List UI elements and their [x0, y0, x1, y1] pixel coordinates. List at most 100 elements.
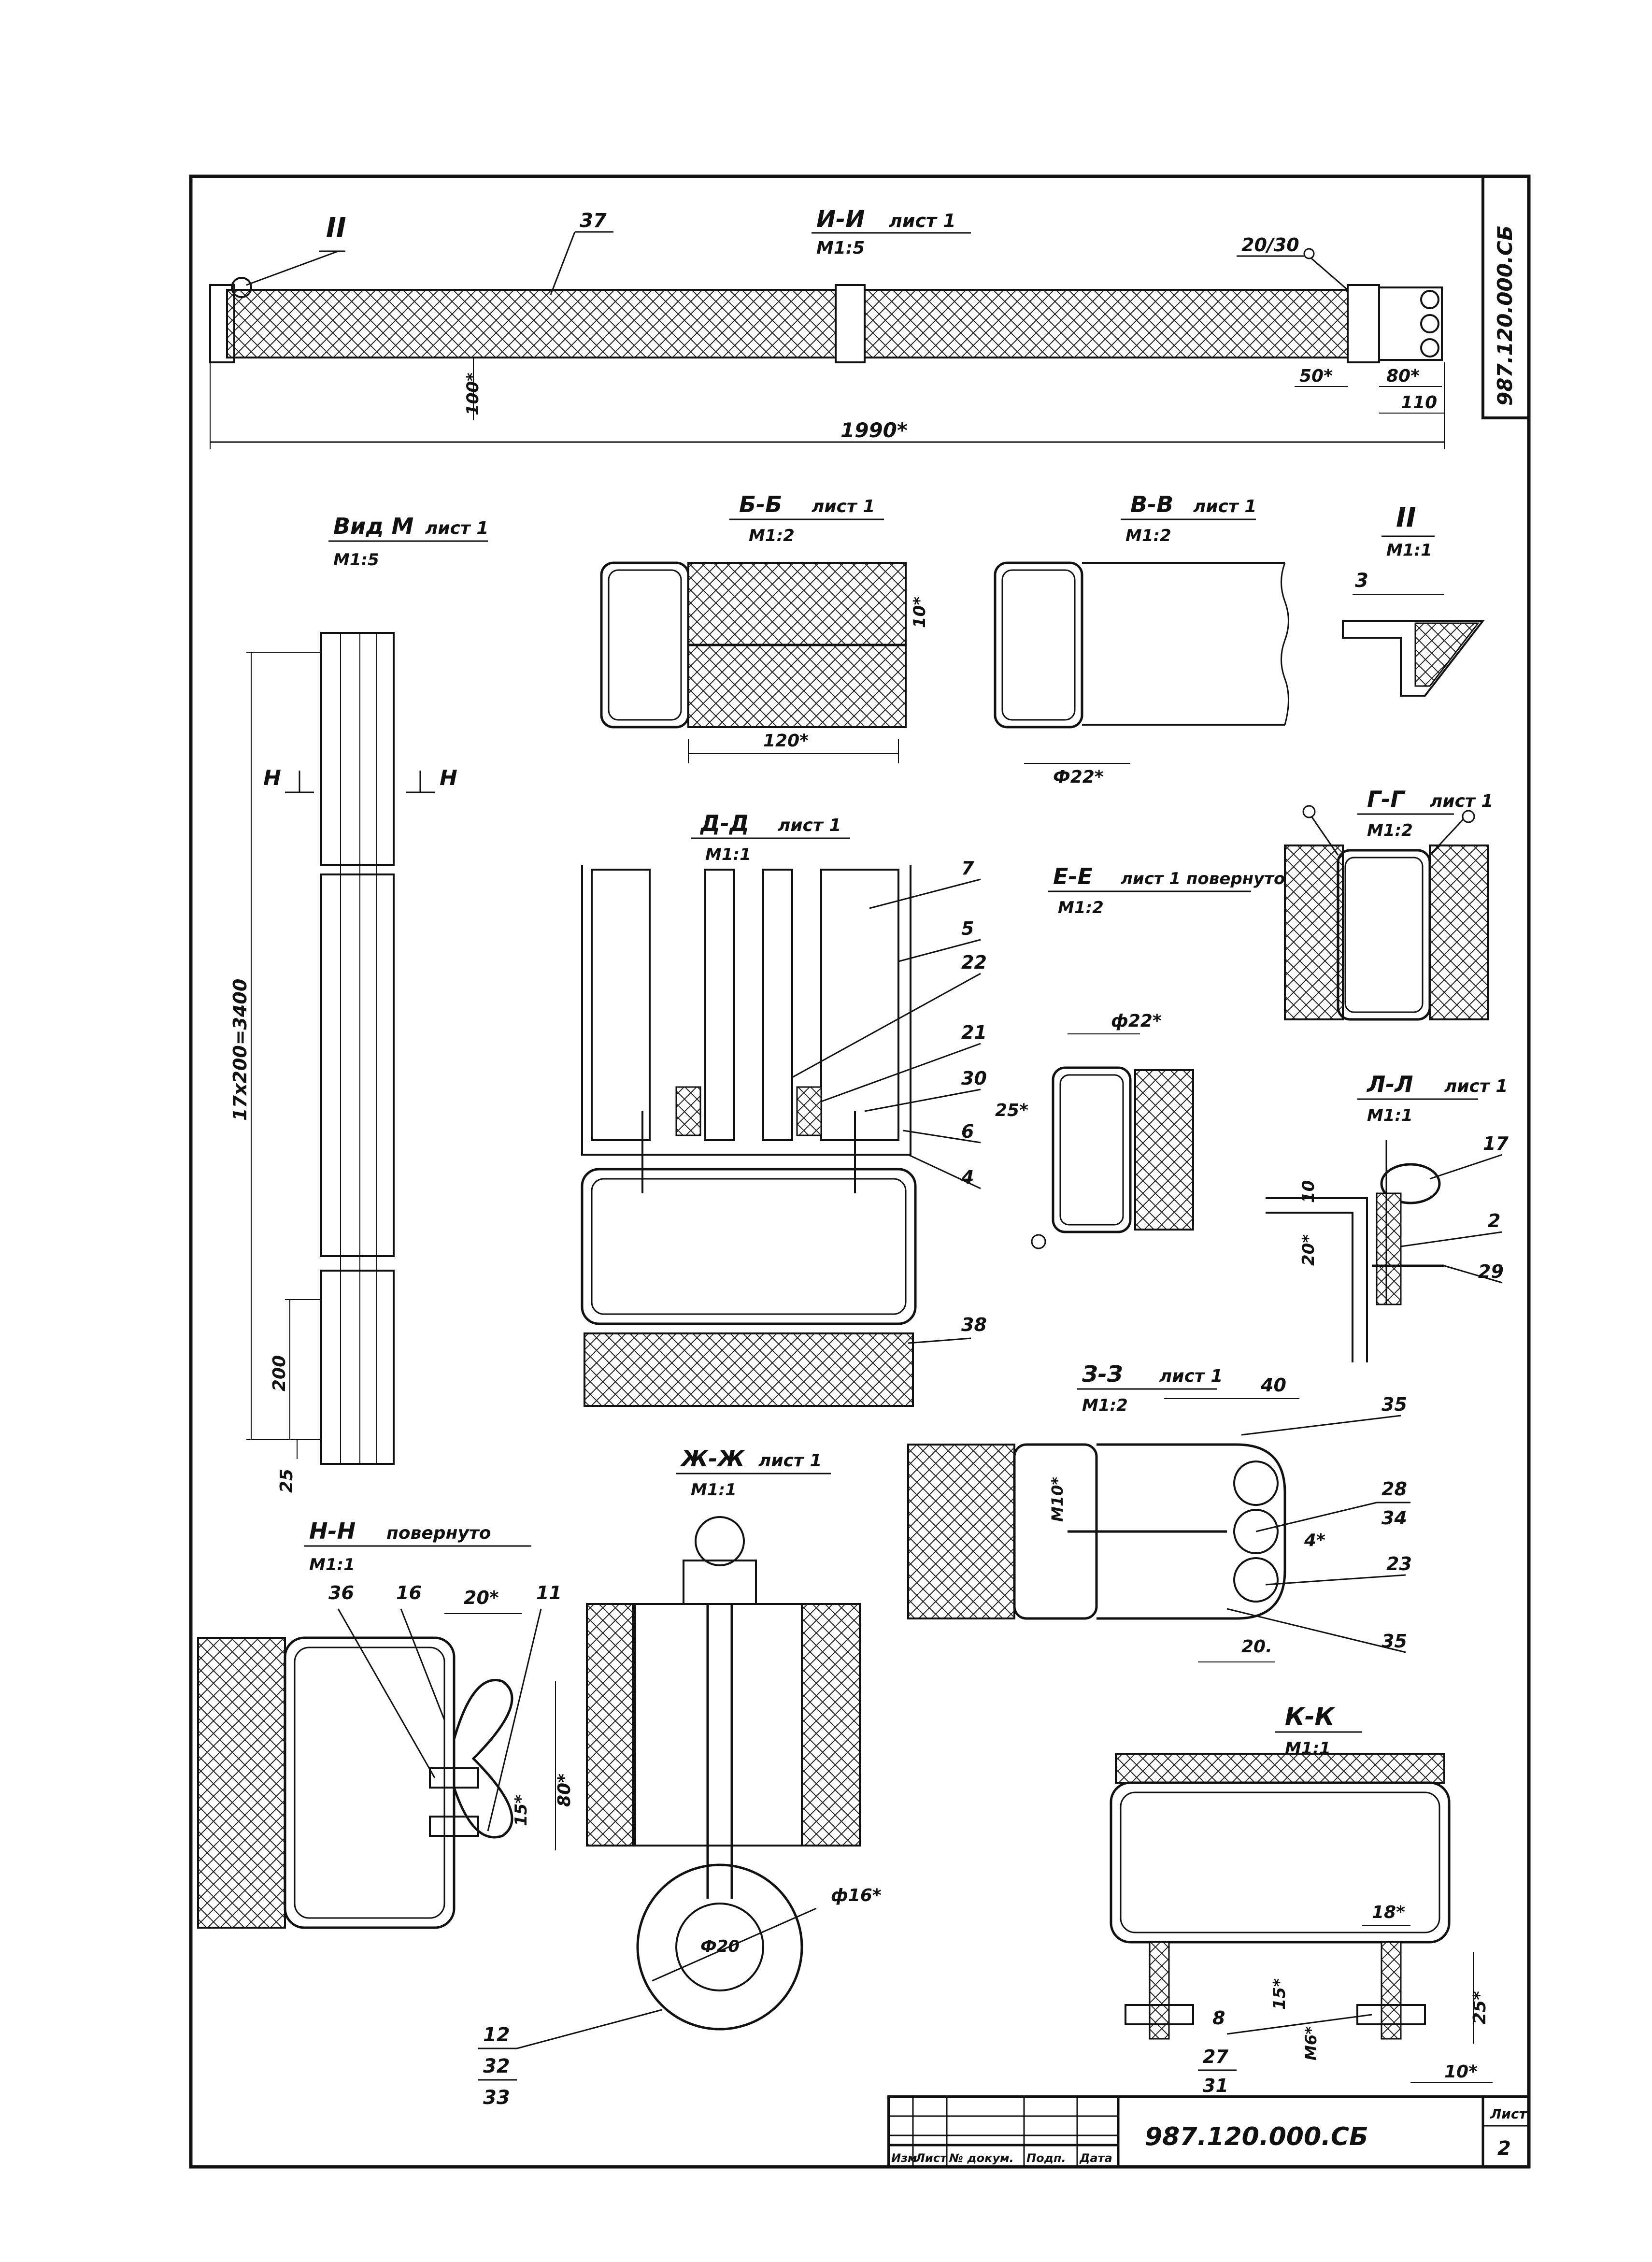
ee-dim-22: ф22* — [1111, 1011, 1162, 1031]
section-dd-title: Д-Д — [699, 810, 749, 836]
section-bb: Б-Б лист 1 М1:2 120* 10* — [600, 491, 929, 763]
zhzh-p12: 12 — [483, 2024, 510, 2046]
tb-col-sign: Подп. — [1026, 2151, 1066, 2165]
hh-dim-15: 15* — [512, 1795, 531, 1826]
section-zhzh-title: Ж-Ж — [680, 1446, 745, 1472]
vv-dim-22: Ф22* — [1053, 767, 1104, 787]
dd-p22: 22 — [961, 952, 987, 973]
section-ee-ref: лист 1 повернуто — [1121, 869, 1285, 888]
ll-dim-20: 20* — [1299, 1234, 1318, 1266]
section-vv: В-В лист 1 М1:2 Ф22* — [994, 491, 1289, 787]
section-dd-scale: М1:1 — [705, 845, 751, 864]
ll-p2: 2 — [1488, 1210, 1500, 1231]
detail-ii-scale: М1:1 — [1386, 541, 1432, 560]
hh-p11: 11 — [536, 1582, 562, 1603]
kk-p27: 27 — [1203, 2046, 1228, 2067]
section-bb-title: Б-Б — [739, 491, 782, 517]
zz-p28: 28 — [1381, 1478, 1407, 1500]
zz-p23: 23 — [1386, 1553, 1412, 1575]
view-m: Вид М лист 1 М1:5 Н Н 17х200=3400 200 25 — [229, 513, 488, 1493]
section-ee: Е-Е лист 1 повернуто М1:2 ф22* 25* — [995, 863, 1285, 1249]
dim-1990: 1990* — [840, 418, 908, 442]
section-hh-scale: М1:1 — [309, 1555, 355, 1575]
ee-dim-25: 25* — [995, 1101, 1028, 1120]
pos-37: 37 — [580, 210, 607, 232]
detail-ii-dim3: 3 — [1355, 570, 1368, 592]
section-gg-scale: М1:2 — [1367, 821, 1413, 840]
zz-dim-4: 4* — [1304, 1531, 1325, 1550]
dim-50: 50* — [1299, 366, 1333, 386]
dd-p6: 6 — [961, 1121, 974, 1142]
kk-p8: 8 — [1212, 2007, 1225, 2029]
dim-110: 110 — [1401, 393, 1437, 413]
zz-dim-20: 20. — [1241, 1637, 1272, 1657]
hh-dim-80: 80* — [555, 1774, 574, 1807]
tb-col-izm: Изм — [891, 2151, 917, 2165]
zhzh-p32: 32 — [483, 2055, 510, 2077]
section-ii-scale: М1:5 — [816, 238, 865, 258]
kk-dim-m6: М6* — [1302, 2026, 1320, 2061]
dd-p30: 30 — [961, 1068, 987, 1089]
zz-p34: 34 — [1381, 1507, 1407, 1529]
section-ee-scale: М1:2 — [1058, 898, 1104, 917]
section-zhzh-scale: М1:1 — [691, 1480, 737, 1500]
kk-dim-18: 18* — [1372, 1903, 1405, 1922]
section-zz: З-З лист 1 М1:2 М10* 40 35 28 34 4* 23 3… — [907, 1361, 1412, 1662]
ll-p17: 17 — [1483, 1133, 1509, 1154]
kk-dim-15: 15* — [1270, 1978, 1289, 2010]
section-hh: Н-Н повернуто М1:1 36 16 20* 11 15* 80* — [197, 1518, 574, 1929]
section-ee-title: Е-Е — [1053, 863, 1093, 889]
ll-dim-10: 10 — [1299, 1180, 1318, 1203]
hh-p36: 36 — [328, 1582, 354, 1603]
side-doc-box — [1481, 175, 1530, 419]
section-dd-ref: лист 1 — [778, 816, 841, 835]
dd-p38: 38 — [961, 1314, 987, 1335]
section-vv-ref: лист 1 — [1193, 497, 1256, 516]
dd-p5: 5 — [961, 918, 974, 939]
section-kk: К-К М1:1 18* 15* 25* 8 М6* 27 31 10* — [1110, 1703, 1493, 2096]
section-gg-ref: лист 1 — [1430, 791, 1493, 811]
cut-h-left: Н — [263, 766, 281, 790]
tb-doc-number: 987.120.000.СБ — [1145, 2122, 1368, 2151]
zz-p35-bottom: 35 — [1381, 1631, 1407, 1652]
section-zz-ref: лист 1 — [1159, 1366, 1223, 1386]
zz-p40: 40 — [1260, 1374, 1286, 1396]
section-hh-title: Н-Н — [309, 1518, 356, 1544]
zz-dim-m10: М10* — [1048, 1477, 1067, 1522]
view-m-ref: лист 1 — [425, 518, 488, 538]
zhzh-p33: 33 — [483, 2087, 510, 2109]
detail-ii-mark: II — [326, 212, 346, 243]
kk-dim-10: 10* — [1444, 2062, 1478, 2082]
section-hh-ref: повернуто — [386, 1523, 491, 1543]
section-ii-ref: лист 1 — [889, 210, 956, 231]
section-vv-title: В-В — [1130, 491, 1173, 517]
tb-sheet-number: 2 — [1497, 2137, 1511, 2160]
section-zhzh: Ж-Ж лист 1 М1:1 Ф20 ф16* 12 32 33 — [478, 1446, 882, 2109]
tb-col-doc: № докум. — [949, 2151, 1014, 2165]
dd-p7: 7 — [961, 858, 974, 879]
section-dd: Д-Д лист 1 М1:1 38 7 5 22 21 30 6 4 — [581, 810, 987, 1407]
section-vv-scale: М1:2 — [1125, 526, 1171, 545]
section-ll: Л-Л лист 1 М1:1 17 2 29 10 20* — [1266, 1071, 1509, 1362]
zhzh-dim-20: Ф20 — [700, 1937, 740, 1956]
section-zz-title: З-З — [1082, 1361, 1123, 1387]
kk-p31: 31 — [1203, 2075, 1228, 2096]
bb-dim-10: 10* — [910, 597, 929, 628]
title-block: Изм Лист № докум. Подп. Дата 987.120.000… — [887, 2095, 1530, 2168]
zhzh-dim-16: ф16* — [831, 1886, 882, 1905]
bb-dim-120: 120* — [763, 731, 809, 751]
section-ii-title: И-И — [816, 206, 865, 233]
section-zhzh-ref: лист 1 — [758, 1451, 822, 1471]
section-bb-scale: М1:2 — [749, 526, 795, 545]
section-zz-scale: М1:2 — [1082, 1396, 1128, 1415]
side-doc-number: 987.120.000.СБ — [1493, 225, 1517, 406]
dim-200: 200 — [270, 1355, 289, 1391]
section-bb-ref: лист 1 — [812, 497, 875, 516]
view-m-title: Вид М — [333, 513, 413, 539]
section-ll-ref: лист 1 — [1444, 1076, 1508, 1096]
dd-p21: 21 — [961, 1022, 987, 1043]
section-ii: И-И лист 1 М1:5 II 37 20/30 100* 50* 80*… — [209, 206, 1445, 449]
section-ll-title: Л-Л — [1366, 1071, 1413, 1097]
detail-ii-title: II — [1396, 502, 1416, 533]
